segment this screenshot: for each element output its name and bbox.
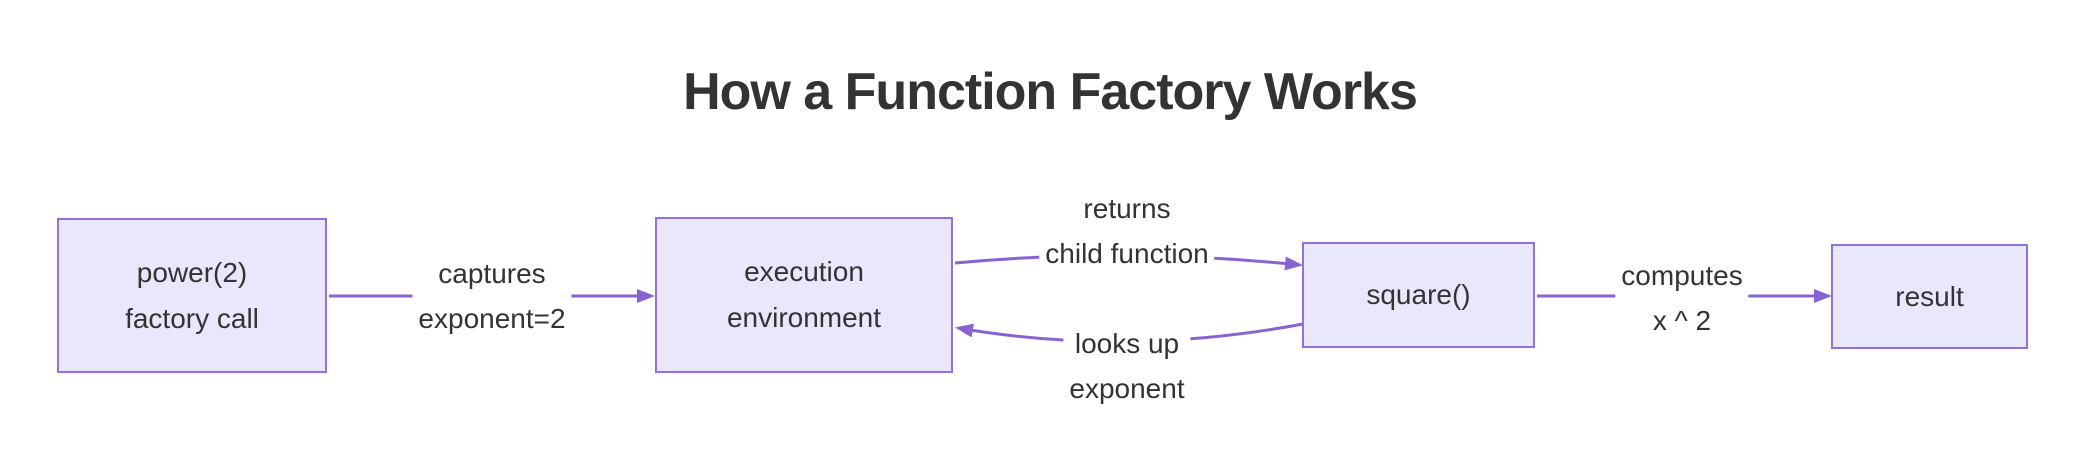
edge-label-returns: returns child function (1039, 186, 1215, 276)
node-execution-environment: execution environment (655, 217, 953, 373)
edge-label-computes: computes x ^ 2 (1615, 253, 1749, 343)
edge-label-looks-up-line1: looks up (1074, 328, 1180, 359)
node-factory-call-line2: factory call (125, 302, 259, 334)
edge-label-returns-line2: child function (1045, 238, 1209, 269)
diagram-title: How a Function Factory Works (683, 63, 1418, 121)
edge-label-looks-up: looks up exponent (1063, 321, 1191, 411)
edge-label-captures-line1: captures (438, 258, 546, 289)
edge-label-captures-line2: exponent=2 (418, 303, 566, 334)
node-factory-call: power(2) factory call (57, 218, 327, 373)
edge-label-looks-up-line2: exponent (1069, 373, 1185, 404)
node-result-label: result (1895, 280, 1964, 312)
node-execution-environment-line1: execution (744, 256, 864, 287)
node-factory-call-line1: power(2) (136, 256, 248, 288)
node-execution-environment-line2: environment (726, 302, 882, 333)
edge-label-computes-line1: computes (1621, 260, 1743, 291)
node-result: result (1831, 244, 2028, 349)
edge-label-returns-line1: returns (1083, 193, 1171, 224)
edge-label-computes-line2: x ^ 2 (1652, 305, 1712, 336)
node-square-function: square() (1302, 242, 1535, 348)
edge-label-captures: captures exponent=2 (412, 251, 572, 341)
node-square-function-label: square() (1366, 279, 1471, 310)
